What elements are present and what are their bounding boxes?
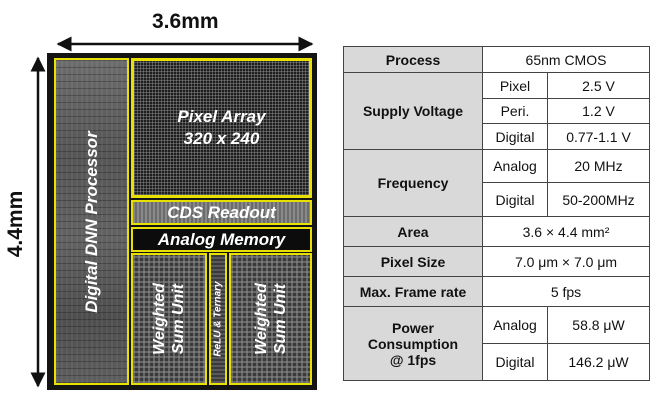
table-row: Peri. 1.2 V <box>344 98 650 124</box>
freq-analog-value: 20 MHz <box>547 149 650 183</box>
power-digital-name: Digital <box>482 343 548 381</box>
dnn-label: Digital DNN Processor <box>81 130 101 313</box>
freq-digital-value: 50-200MHz <box>547 182 650 217</box>
wsu-right-line1: Weighted <box>252 283 270 355</box>
supply-pixel-value: 2.5 V <box>547 72 650 99</box>
table-row: Power Consumption @ 1fps Analog 58.8 μW <box>343 306 650 381</box>
power-label-line1: Power <box>391 319 434 336</box>
power-digital-value: 146.2 μW <box>547 343 650 381</box>
wsu-right-line2: Sum Unit <box>271 283 289 355</box>
width-dimension-label: 3.6mm <box>152 10 219 33</box>
table-row: Pixel Size 7.0 μm × 7.0 μm <box>343 246 650 277</box>
weighted-sum-unit-right: Weighted Sum Unit <box>229 253 312 385</box>
table-row: Digital 146.2 μW <box>344 343 650 381</box>
digital-dnn-processor-block: Digital DNN Processor <box>54 58 129 385</box>
supply-digital-value: 0.77-1.1 V <box>547 123 650 150</box>
wsu-left-line1: Weighted <box>151 283 168 355</box>
area-label: Area <box>343 216 483 247</box>
pixel-array-block: Pixel Array 320 x 240 <box>131 58 312 198</box>
process-value: 65nm CMOS <box>482 46 650 73</box>
analog-memory-label: Analog Memory <box>157 230 286 249</box>
power-analog-value: 58.8 μW <box>547 306 650 344</box>
chip-die: Digital DNN Processor Pixel Array 320 x … <box>47 53 317 390</box>
analog-memory-block: Analog Memory <box>131 227 312 252</box>
pixel-array-size: 320 x 240 <box>183 129 260 148</box>
power-label-line2: Consumption <box>367 335 459 352</box>
supply-peri-name: Peri. <box>482 98 548 124</box>
process-label: Process <box>343 46 483 73</box>
supply-digital-name: Digital <box>482 123 548 150</box>
table-row: Supply Voltage Pixel 2.5 V <box>343 72 650 150</box>
power-analog-name: Analog <box>482 306 548 344</box>
pixel-array-label: Pixel Array <box>177 107 266 126</box>
power-label-line3: @ 1fps <box>389 351 437 368</box>
relu-ternary-block: ReLU & Ternary <box>209 253 227 385</box>
frequency-label: Frequency <box>343 149 483 217</box>
weighted-sum-unit-left: Weighted Sum Unit <box>131 253 207 385</box>
table-row: Digital 50-200MHz <box>344 182 650 217</box>
freq-analog-name: Analog <box>482 149 548 183</box>
table-row: Area 3.6 × 4.4 mm² <box>343 216 650 247</box>
table-row: Digital 0.77-1.1 V <box>344 123 650 150</box>
pixel-size-label: Pixel Size <box>343 246 483 277</box>
supply-peri-value: 1.2 V <box>547 98 650 124</box>
power-label: Power Consumption @ 1fps <box>343 306 483 381</box>
frame-rate-label: Max. Frame rate <box>343 276 483 307</box>
supply-pixel-name: Pixel <box>482 72 548 99</box>
supply-voltage-label: Supply Voltage <box>343 72 483 150</box>
area-value: 3.6 × 4.4 mm² <box>482 216 650 247</box>
frame-rate-value: 5 fps <box>482 276 650 307</box>
table-row: Process 65nm CMOS <box>343 46 650 73</box>
relu-ternary-label: ReLU & Ternary <box>212 281 224 357</box>
freq-digital-name: Digital <box>482 182 548 217</box>
table-row: Frequency Analog 20 MHz <box>343 149 650 217</box>
wsu-left-line2: Sum Unit <box>170 283 187 355</box>
pixel-size-value: 7.0 μm × 7.0 μm <box>482 246 650 277</box>
table-row: Max. Frame rate 5 fps <box>343 276 650 307</box>
cds-readout-label: CDS Readout <box>167 203 276 222</box>
spec-table: Process 65nm CMOS Supply Voltage Pixel 2… <box>343 46 650 381</box>
cds-readout-block: CDS Readout <box>131 200 312 225</box>
